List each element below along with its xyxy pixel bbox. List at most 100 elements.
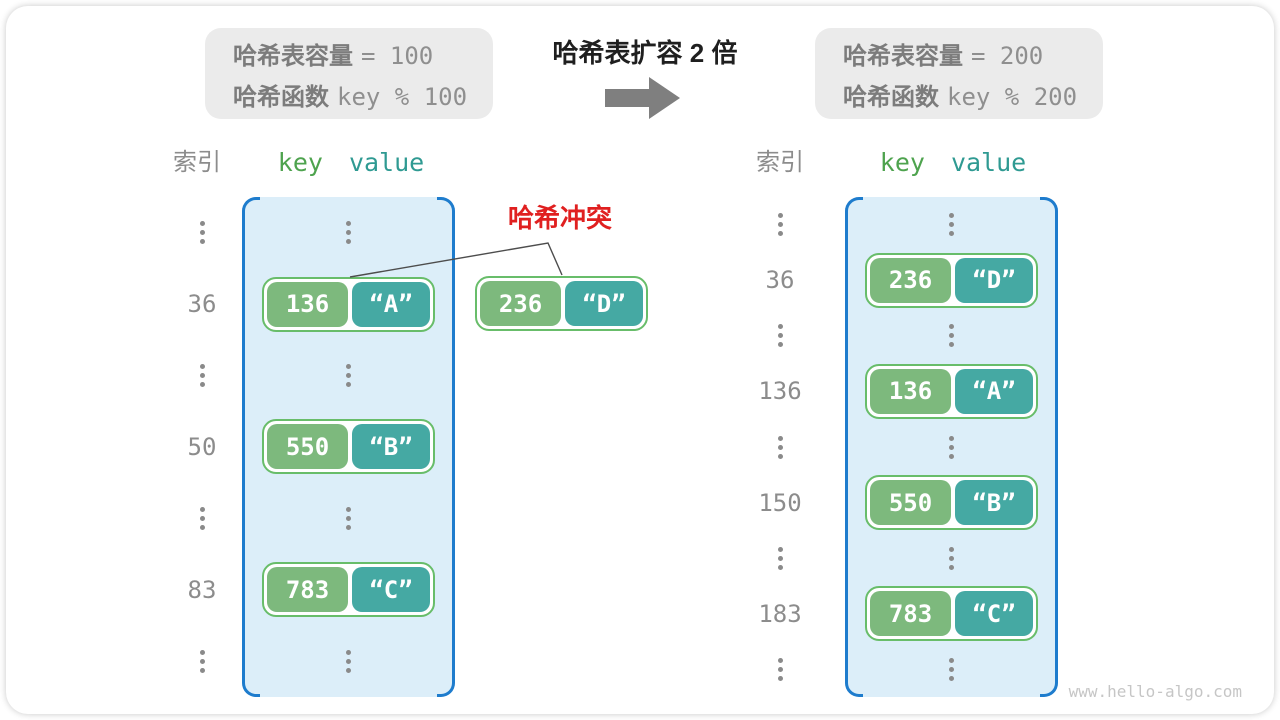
index-column-after: 36 136 150 183: [742, 197, 818, 697]
ellipsis-dots-icon: [949, 657, 954, 681]
index-column-before: 36 50 83: [164, 197, 240, 697]
capacity-label: 哈希表容量: [233, 42, 353, 70]
pair-key-cell: 236: [480, 281, 561, 326]
value-header: value: [348, 148, 425, 177]
ellipsis-dots-icon: [199, 221, 205, 245]
index-label: 36: [187, 290, 217, 319]
index-cell: 36: [164, 268, 240, 339]
table-row: 136“A”: [845, 363, 1058, 420]
key-value-pair: 136“A”: [865, 363, 1038, 419]
index-cell: [742, 308, 818, 364]
table-row: 783“C”: [845, 586, 1058, 642]
hash-function-value: key % 100: [337, 82, 468, 111]
pair-value-cell: “B”: [352, 424, 430, 470]
index-label: 36: [765, 266, 795, 295]
key-value-pair-detached: 236 “D”: [475, 276, 648, 331]
index-cell: 136: [742, 364, 818, 420]
table-row: 550“B”: [845, 475, 1058, 531]
ellipsis-dots-icon: [199, 649, 205, 673]
index-cell: [742, 530, 818, 586]
ellipsis-dots-icon: [949, 546, 954, 570]
table-row: [845, 642, 1058, 698]
pair-key-cell: 783: [870, 591, 951, 637]
pair-value-cell: “C”: [352, 567, 430, 613]
diagram-canvas: 哈希表容量= 100 哈希函数 key % 100 哈希表扩容 2 倍 哈希表容量…: [6, 6, 1274, 714]
kv-header-after: key value: [864, 147, 1042, 179]
pair-value-cell: “B”: [955, 480, 1033, 526]
index-cell: [742, 197, 818, 253]
table-row: [845, 530, 1058, 586]
ellipsis-dots-icon: [346, 221, 351, 245]
key-value-pair: 550“B”: [262, 419, 435, 475]
pair-key-cell: 136: [870, 368, 951, 414]
hash-function-line: 哈希函数 key % 200: [843, 77, 1103, 112]
index-cell: [164, 626, 240, 697]
pair-key-cell: 550: [267, 424, 348, 470]
ellipsis-dots-icon: [949, 435, 954, 459]
index-header-before: 索引: [173, 149, 221, 176]
index-cell: 150: [742, 475, 818, 531]
index-label: 150: [758, 488, 802, 517]
table-row: 236“D”: [845, 252, 1058, 309]
value-header: value: [950, 148, 1027, 177]
pair-key-cell: 136: [267, 281, 348, 327]
pair-key-cell: 236: [870, 257, 951, 303]
ellipsis-dots-icon: [949, 213, 954, 237]
table-row: [242, 340, 455, 411]
key-value-pair: 236“D”: [865, 252, 1038, 308]
capacity-label: 哈希表容量: [843, 42, 963, 70]
index-cell: [164, 483, 240, 554]
key-header: key: [277, 148, 323, 177]
index-cell: [742, 642, 818, 698]
ellipsis-dots-icon: [199, 506, 205, 530]
ellipsis-dots-icon: [199, 364, 205, 388]
capacity-line: 哈希表容量= 100: [233, 36, 493, 71]
key-header: key: [879, 148, 925, 177]
ellipsis-dots-icon: [777, 657, 783, 681]
ellipsis-dots-icon: [346, 506, 351, 530]
index-cell: [742, 419, 818, 475]
pair-key-cell: 783: [267, 567, 348, 613]
pair-value-cell: “D”: [955, 257, 1033, 303]
table-row: [242, 626, 455, 697]
table-row: [242, 483, 455, 554]
watermark: www.hello-algo.com: [1068, 682, 1242, 701]
expand-title: 哈希表扩容 2 倍: [552, 38, 738, 68]
pair-value-cell: “A”: [955, 368, 1033, 414]
capacity-value: = 200: [971, 41, 1044, 70]
table-row: [845, 419, 1058, 475]
right-arrow-icon: [605, 76, 681, 120]
ellipsis-dots-icon: [346, 649, 351, 673]
hash-table-before: 136“A” 550“B” 783“C”: [242, 197, 455, 697]
hash-table-after: 236“D” 136“A” 550“B” 783“C”: [845, 197, 1058, 697]
ellipsis-dots-icon: [777, 435, 783, 459]
index-label: 83: [187, 575, 217, 604]
index-header-after: 索引: [756, 149, 804, 176]
hash-function-value: key % 200: [947, 82, 1078, 111]
capacity-line: 哈希表容量 = 200: [843, 36, 1103, 71]
key-value-pair: 783“C”: [865, 586, 1038, 642]
ellipsis-dots-icon: [949, 324, 954, 348]
hash-function-label: 哈希函数: [843, 83, 939, 111]
hash-function-label: 哈希函数: [233, 83, 329, 111]
hash-collision-label: 哈希冲突: [507, 203, 612, 233]
table-row: [242, 197, 455, 268]
table-row: [845, 197, 1058, 253]
key-value-pair: 550“B”: [865, 475, 1038, 531]
index-cell: 50: [164, 411, 240, 482]
hash-function-line: 哈希函数 key % 100: [233, 77, 493, 112]
table-row: 136“A”: [242, 268, 455, 339]
ellipsis-dots-icon: [346, 364, 351, 388]
capacity-info-after: 哈希表容量 = 200 哈希函数 key % 200: [815, 28, 1103, 119]
kv-header-before: key value: [262, 147, 440, 179]
capacity-info-before: 哈希表容量= 100 哈希函数 key % 100: [205, 28, 493, 119]
index-cell: [164, 197, 240, 268]
index-cell: 36: [742, 253, 818, 309]
table-row: 550“B”: [242, 411, 455, 482]
ellipsis-dots-icon: [777, 213, 783, 237]
index-cell: 183: [742, 586, 818, 642]
pair-value-cell: “A”: [352, 281, 430, 327]
pair-value-cell: “D”: [565, 281, 643, 326]
index-label: 50: [187, 432, 217, 461]
index-label: 136: [758, 377, 802, 406]
